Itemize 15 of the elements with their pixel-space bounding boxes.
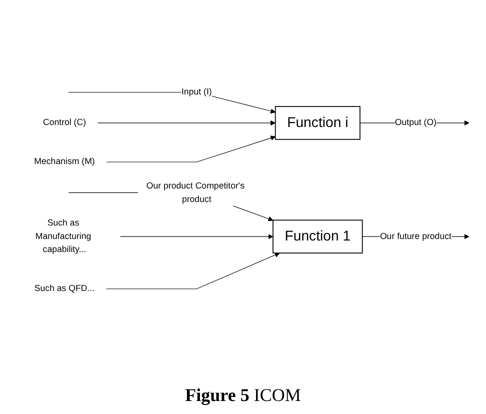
edge-label: Our product Competitor's product: [146, 180, 245, 204]
edge-label: Input (I): [181, 86, 212, 97]
edge-label: Output (O): [394, 118, 437, 128]
arrow: [106, 136, 276, 162]
process-box: Function 1: [272, 220, 363, 254]
arrow: [120, 234, 274, 240]
arrow: [106, 252, 280, 290]
edge-label: Our future product: [380, 231, 452, 242]
text-label: Mechanism (M): [34, 156, 95, 167]
text-label: Control (C): [42, 118, 86, 128]
text-label: Such as Manufacturing capability...: [35, 218, 92, 254]
figure-caption: Figure 5 ICOM: [184, 384, 302, 407]
process-box: Function i: [274, 106, 360, 140]
text-label: Such as QFD...: [34, 283, 95, 294]
arrow: [98, 120, 276, 126]
